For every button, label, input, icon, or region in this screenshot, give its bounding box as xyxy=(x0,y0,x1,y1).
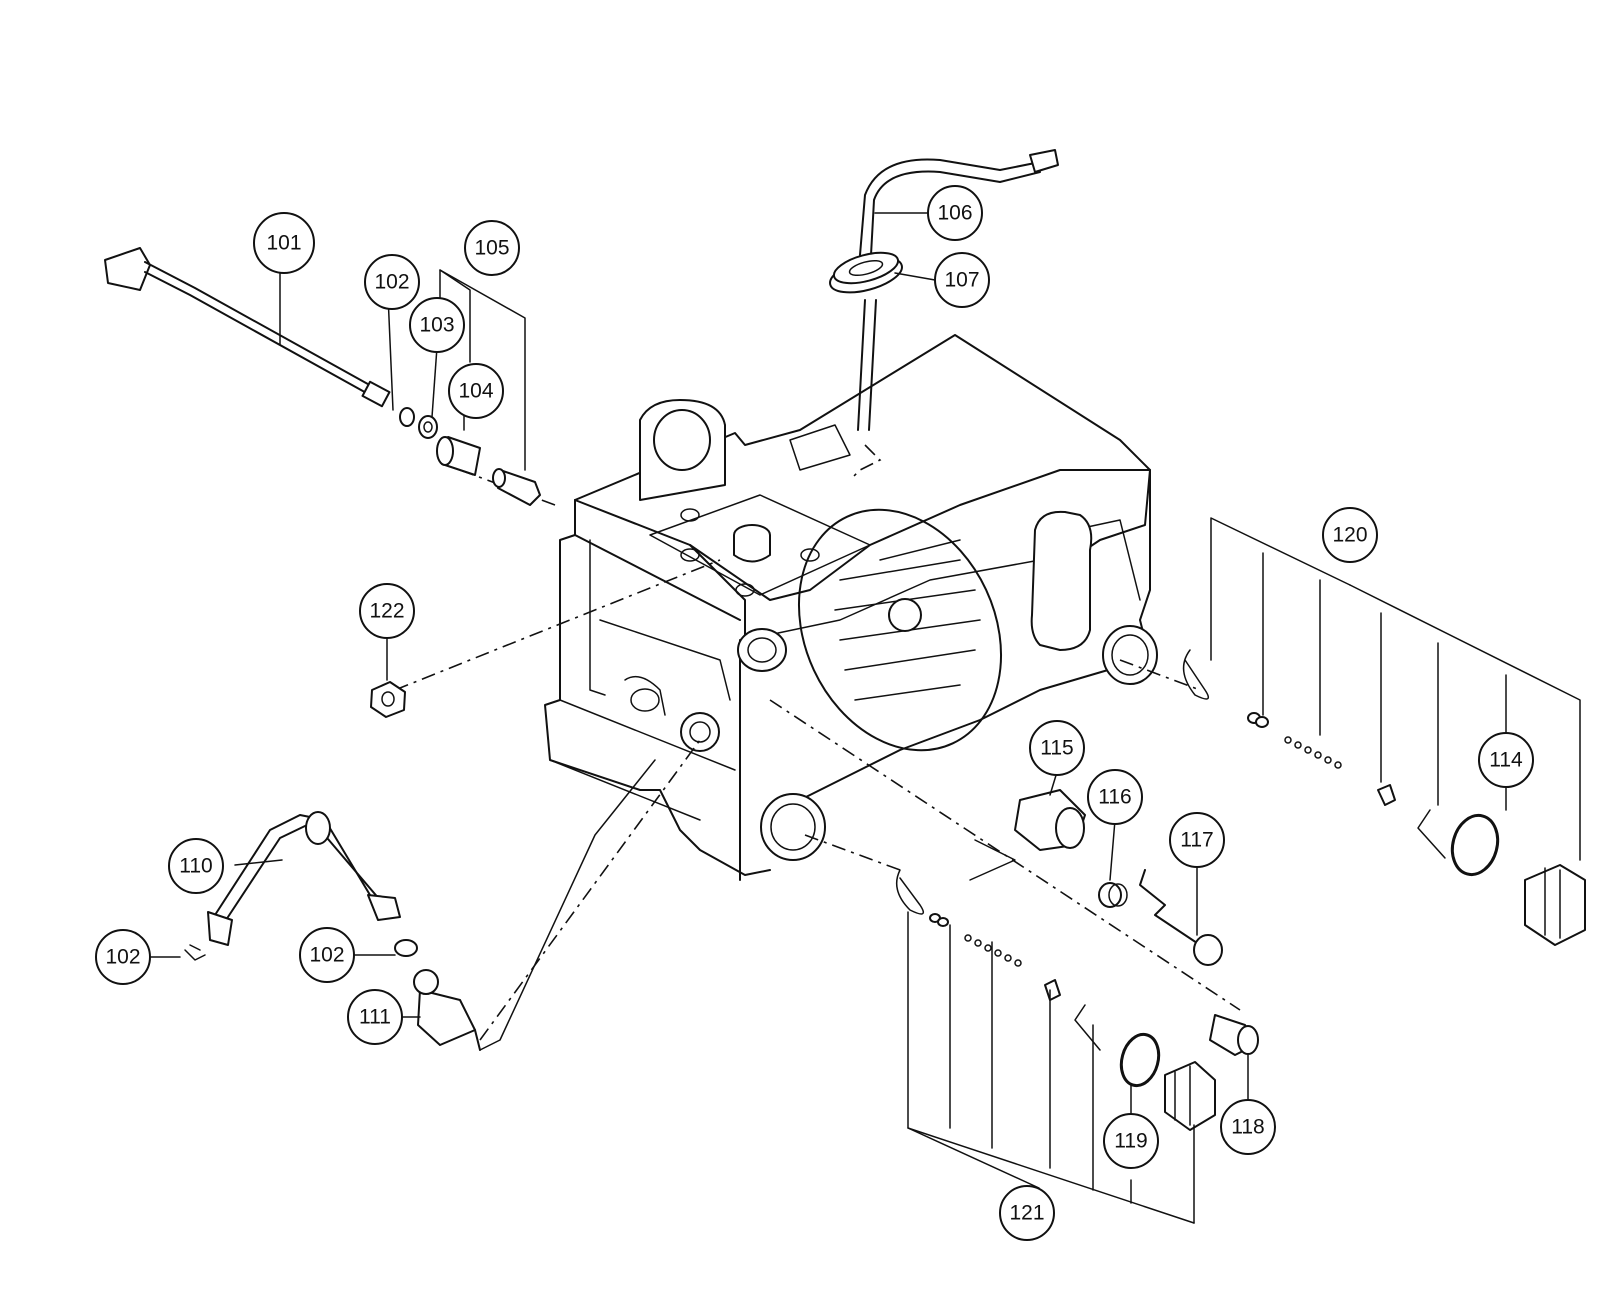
part-122-nut xyxy=(370,681,406,718)
callout-110-label: 110 xyxy=(179,855,212,878)
callout-119-label: 119 xyxy=(1114,1130,1147,1153)
part-110-oil-pipe xyxy=(207,811,401,946)
assembly-centerlines xyxy=(394,444,1241,1041)
callout-102a-label: 102 xyxy=(374,271,409,294)
callout-110: 110 xyxy=(168,838,224,894)
callout-105: 105 xyxy=(464,220,520,276)
part-104-sleeve xyxy=(436,436,481,476)
callout-115: 115 xyxy=(1029,720,1085,776)
crankcase-housing xyxy=(544,334,1158,881)
part-118-fitting xyxy=(1209,1014,1259,1056)
callout-105-label: 105 xyxy=(474,237,509,260)
callout-101-label: 101 xyxy=(266,232,301,255)
callout-106: 106 xyxy=(927,185,983,241)
leader-lines xyxy=(138,212,1581,1224)
callout-107: 107 xyxy=(934,252,990,308)
callout-111-label: 111 xyxy=(359,1006,391,1029)
callout-104-label: 104 xyxy=(458,380,493,403)
callout-102c: 102 xyxy=(299,927,355,983)
callout-114-label: 114 xyxy=(1489,749,1523,772)
callout-118: 118 xyxy=(1220,1099,1276,1155)
part-117-adjuster xyxy=(1139,869,1223,966)
part-102-clip-left xyxy=(184,944,206,961)
part-111-oil-filter xyxy=(413,969,481,1051)
callout-102b-label: 102 xyxy=(105,946,140,969)
callout-118-label: 118 xyxy=(1231,1116,1264,1139)
part-103-washer xyxy=(418,415,438,439)
callout-122-label: 122 xyxy=(369,600,404,623)
part-107-grommet xyxy=(829,251,903,294)
callout-121: 121 xyxy=(999,1185,1055,1241)
callout-101: 101 xyxy=(253,212,315,274)
part-114-o-ring xyxy=(1450,813,1500,877)
part-105-valve-pin xyxy=(492,468,541,506)
part-119-o-ring xyxy=(1119,1032,1161,1088)
part-plug-right xyxy=(1524,864,1586,946)
callout-120: 120 xyxy=(1322,507,1378,563)
callout-119: 119 xyxy=(1103,1113,1159,1169)
callout-103-label: 103 xyxy=(419,314,454,337)
callout-117-label: 117 xyxy=(1180,829,1213,852)
callout-120-label: 120 xyxy=(1332,524,1367,547)
callout-121-label: 121 xyxy=(1009,1202,1044,1225)
callout-115-label: 115 xyxy=(1040,737,1073,760)
part-115-sleeve xyxy=(1014,789,1086,851)
callout-102b: 102 xyxy=(95,929,151,985)
part-121-kit-items xyxy=(895,869,1101,1051)
callout-103: 103 xyxy=(409,297,465,353)
callout-102c-label: 102 xyxy=(309,944,344,967)
part-102-o-ring-center xyxy=(394,939,418,957)
part-101-oil-pump-rod xyxy=(104,247,391,408)
callout-116: 116 xyxy=(1087,769,1143,825)
callout-116-label: 116 xyxy=(1098,786,1131,809)
callout-107-label: 107 xyxy=(944,269,979,292)
callout-104: 104 xyxy=(448,363,504,419)
callout-111: 111 xyxy=(347,989,403,1045)
callout-106-label: 106 xyxy=(937,202,972,225)
callout-102a: 102 xyxy=(364,254,420,310)
part-102-o-ring xyxy=(399,407,415,427)
part-120-kit-items xyxy=(1182,649,1446,859)
part-plug-bottom xyxy=(1164,1061,1216,1131)
callout-122: 122 xyxy=(359,583,415,639)
part-106-hose xyxy=(857,149,1059,431)
callout-117: 117 xyxy=(1169,812,1225,868)
part-116-spring xyxy=(1098,882,1128,908)
callout-114: 114 xyxy=(1478,732,1534,788)
